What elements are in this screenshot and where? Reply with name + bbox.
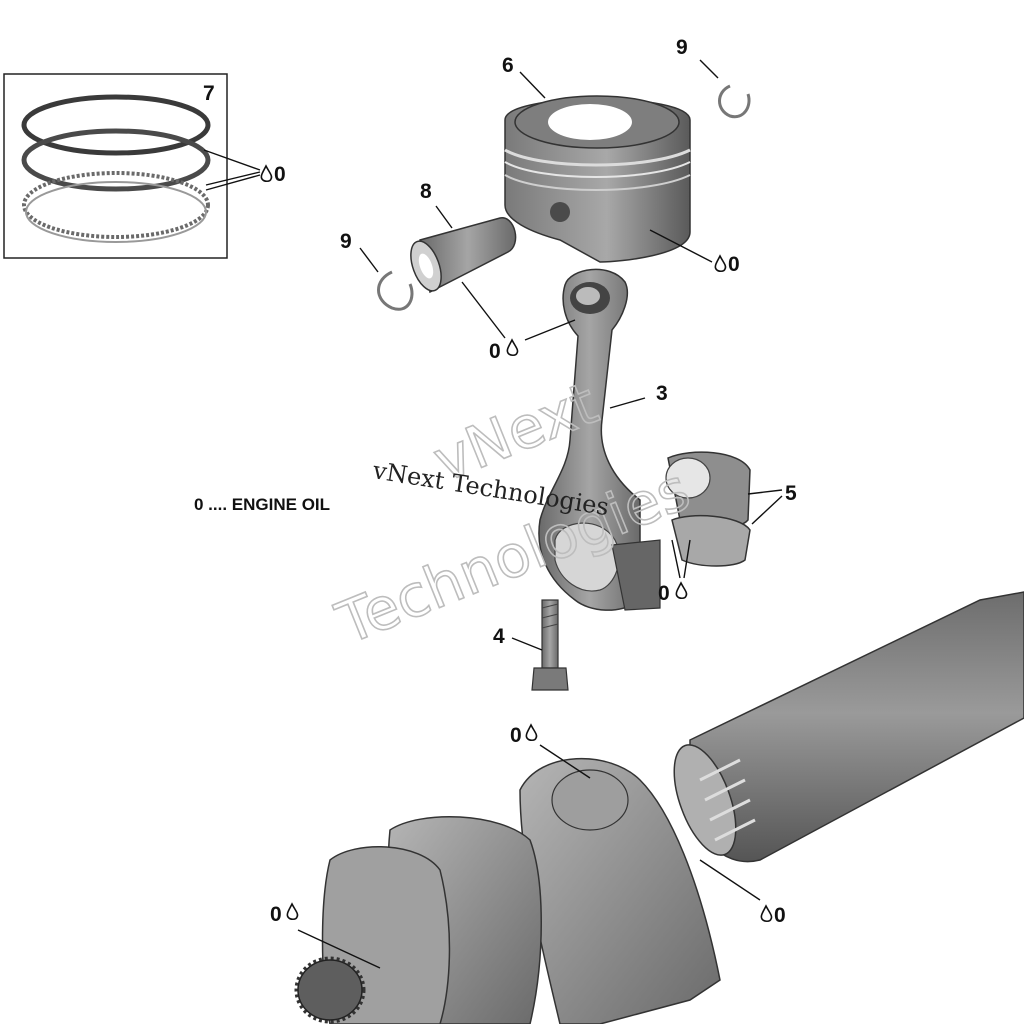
top-compression-ring bbox=[21, 94, 211, 156]
piston-pin bbox=[410, 205, 517, 339]
legend-engine-oil: 0 .... ENGINE OIL bbox=[194, 495, 330, 514]
oil-mark-crank-top: 0 bbox=[510, 723, 538, 747]
oil-mark-bearings: 0 bbox=[658, 581, 688, 605]
callout-7: 7 bbox=[203, 82, 215, 105]
oil-mark-rings: 0 bbox=[260, 163, 286, 186]
piston-crown-highlight bbox=[548, 104, 632, 140]
callout-5: 5 bbox=[785, 482, 797, 505]
oil-drop-icon bbox=[675, 581, 688, 600]
piston bbox=[504, 71, 713, 263]
callout-3: 3 bbox=[656, 382, 668, 405]
bolt-head bbox=[531, 667, 569, 691]
oil-drop-icon bbox=[760, 904, 773, 923]
oil-mark-label: 0 bbox=[774, 904, 786, 927]
crank-left-oil-leader bbox=[297, 929, 381, 969]
rod-leader bbox=[609, 397, 646, 409]
callout-9-top: 9 bbox=[676, 36, 688, 59]
timing-gear bbox=[297, 959, 363, 1021]
oil-drop-icon bbox=[714, 254, 727, 273]
oil-drop-icon bbox=[260, 164, 273, 183]
oil-drop-icon bbox=[525, 723, 538, 742]
bearing-shells bbox=[665, 451, 783, 579]
callout-8: 8 bbox=[420, 180, 432, 203]
oil-mark-piston: 0 bbox=[714, 253, 740, 276]
watermark: vNext Technologies vNext Technologies bbox=[326, 368, 699, 659]
oil-mark-label: 0 bbox=[274, 163, 286, 186]
piston-leader bbox=[519, 71, 546, 99]
bearing-oil-leader bbox=[671, 539, 691, 579]
oil-control-ring bbox=[22, 171, 210, 239]
circlip-left bbox=[359, 247, 414, 311]
oil-mark-label: 0 bbox=[270, 903, 282, 926]
piston-oil-leader bbox=[649, 229, 713, 263]
callout-4: 4 bbox=[493, 625, 505, 648]
pin-oil-leader bbox=[461, 281, 506, 339]
oil-mark-pin-rod: 0 bbox=[489, 338, 519, 363]
oil-drop-icon bbox=[506, 338, 519, 357]
callout-6: 6 bbox=[502, 54, 514, 77]
bearing-leader bbox=[747, 489, 783, 525]
ring-groove-2 bbox=[504, 161, 691, 178]
rod-cap bbox=[611, 539, 661, 611]
piston-pin-boss bbox=[550, 202, 570, 222]
timing-gear-teeth bbox=[294, 956, 366, 1024]
ring-leader-lines bbox=[203, 149, 261, 191]
oil-mark-crank-right: 0 bbox=[760, 904, 786, 927]
crank-right-oil-leader bbox=[699, 859, 761, 901]
ring-groove-3 bbox=[504, 174, 691, 191]
ring-groove-1 bbox=[504, 148, 691, 167]
lower-bearing-shell bbox=[671, 514, 751, 567]
small-end-bushing bbox=[576, 287, 600, 305]
oil-ring-rail bbox=[25, 181, 207, 243]
piston-ring-set bbox=[3, 73, 261, 259]
connecting-rod bbox=[524, 268, 661, 611]
oil-drop-icon bbox=[286, 902, 299, 921]
oil-mark-label: 0 bbox=[489, 340, 501, 363]
inset-frame bbox=[3, 73, 228, 259]
bolt-leader bbox=[511, 637, 543, 651]
rod-oil-leader bbox=[524, 319, 576, 341]
crankshaft bbox=[294, 591, 1024, 1024]
circlip-top bbox=[699, 59, 751, 119]
sprocket-teeth bbox=[699, 758, 756, 842]
pin-leader bbox=[435, 205, 453, 229]
oil-mark-label: 0 bbox=[728, 253, 740, 276]
second-compression-ring bbox=[21, 128, 211, 192]
crankshaft-main-journal bbox=[689, 591, 1024, 863]
callout-9-left: 9 bbox=[340, 230, 352, 253]
rod-bolt bbox=[511, 599, 569, 691]
crankpin bbox=[551, 769, 629, 831]
oil-mark-crank-left: 0 bbox=[270, 902, 299, 926]
oil-mark-label: 0 bbox=[510, 724, 522, 747]
crank-top-oil-leader bbox=[539, 744, 591, 779]
oil-mark-label: 0 bbox=[658, 582, 670, 605]
